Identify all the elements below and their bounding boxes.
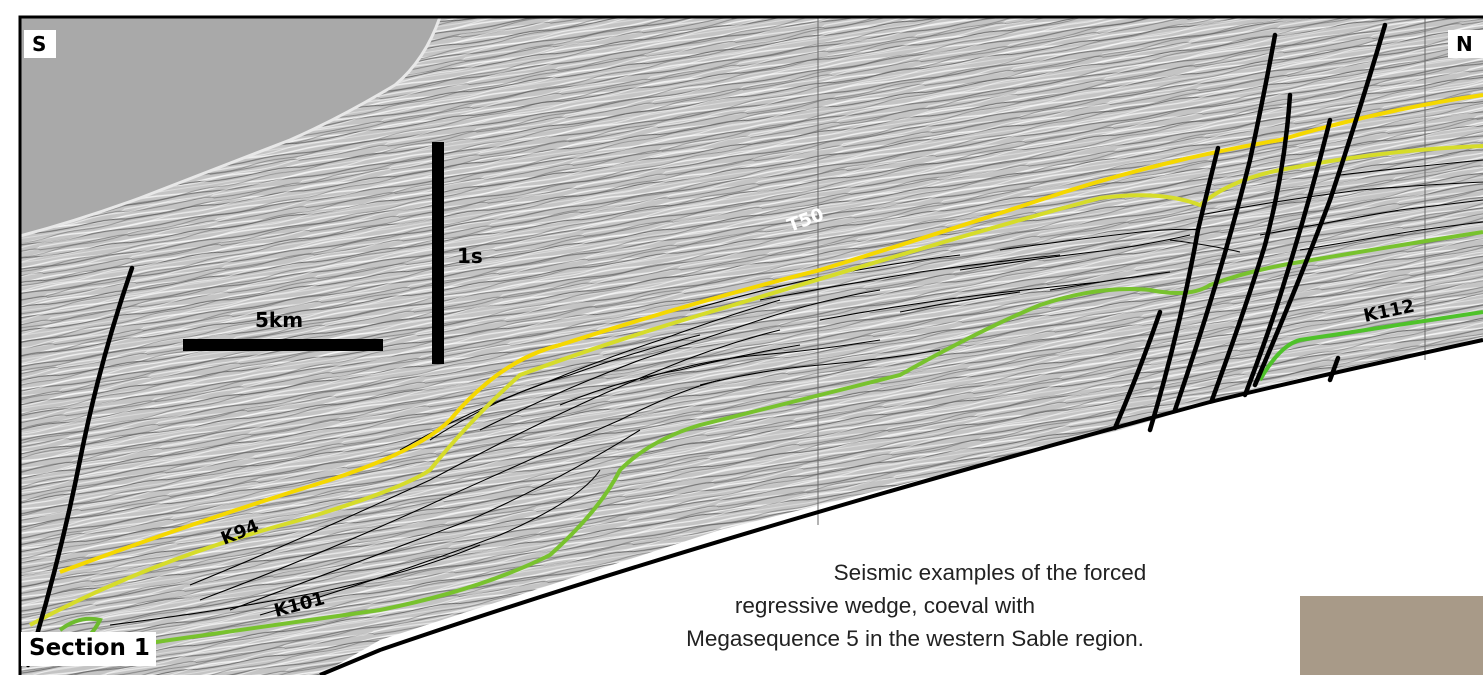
figure-caption: Seismic examples of the forced regressiv… bbox=[520, 556, 1310, 655]
basement-boundary bbox=[319, 338, 1483, 675]
fault-n5 bbox=[1242, 117, 1333, 398]
horizon-t50 bbox=[59, 93, 1483, 574]
label-north: N bbox=[1448, 30, 1483, 58]
caption-line-1: Seismic examples of the forced bbox=[833, 560, 1147, 585]
scale-bar-vertical: 1s bbox=[432, 142, 483, 364]
fault-n6 bbox=[1252, 22, 1388, 388]
fault-n3 bbox=[1172, 32, 1278, 413]
scale-bar-1s-label: 1s bbox=[457, 244, 483, 268]
horizon-k101 bbox=[99, 230, 1483, 652]
section-label: Section 1 bbox=[21, 632, 156, 666]
fault-n4 bbox=[1209, 92, 1293, 403]
scale-bar-horizontal: 5km bbox=[183, 308, 383, 351]
figure-frame bbox=[18, 15, 1483, 675]
caption-line-3: Megasequence 5 in the western Sable regi… bbox=[686, 626, 1144, 651]
scale-bar-5km-label: 5km bbox=[255, 308, 303, 332]
fault-south bbox=[25, 265, 135, 668]
fault-n1 bbox=[1112, 309, 1163, 431]
caption-line-2: regressive wedge, coeval with bbox=[734, 593, 1036, 618]
fault-n2 bbox=[1147, 145, 1221, 433]
inset-box bbox=[1300, 596, 1483, 675]
seismic-image bbox=[19, 16, 1483, 675]
horizon-k112 bbox=[1258, 310, 1483, 381]
horizon-k94 bbox=[29, 144, 1483, 627]
label-south: S bbox=[24, 30, 57, 58]
